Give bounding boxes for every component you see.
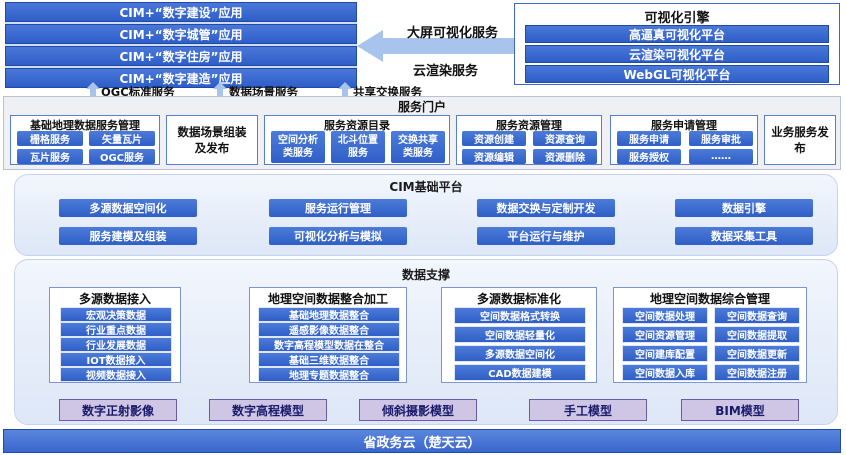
resource-mgmt-group: 服务资源管理 资源创建 资源查询 资源编辑 资源删除 bbox=[456, 115, 602, 165]
business-publish-label: 业务服务发布 bbox=[771, 125, 829, 155]
scene-service-label: 数据场景服务 bbox=[229, 85, 298, 99]
ogc-up-arrow bbox=[86, 82, 100, 98]
ogc-service-label: OGC标准服务 bbox=[101, 85, 175, 99]
cad-modeling[interactable]: CAD数据建模 bbox=[454, 364, 586, 381]
geo-thematic-integration[interactable]: 地理专题数据整合 bbox=[258, 367, 400, 382]
spatial-data-register[interactable]: 空间数据注册 bbox=[714, 364, 800, 381]
exchange-up-arrow bbox=[338, 82, 352, 98]
source-manual-model[interactable]: 手工模型 bbox=[529, 399, 647, 421]
apply-mgmt-group: 服务申请管理 服务申请 服务审批 服务授权 …… bbox=[610, 115, 758, 165]
spatial-data-query[interactable]: 空间数据查询 bbox=[714, 307, 800, 324]
resource-mgmt-title: 服务资源管理 bbox=[496, 119, 562, 132]
cim-modeling-assembly[interactable]: 服务建模及组装 bbox=[59, 227, 197, 245]
app-bar-building[interactable]: CIM+“数字建造”应用 bbox=[5, 68, 357, 88]
spatial-db-config[interactable]: 空间建库配置 bbox=[622, 345, 708, 362]
service-catalog-group: 服务资源目录 空间分析类服务 北斗位置服务 交换共享类服务 bbox=[264, 115, 450, 165]
beidou-service-button[interactable]: 北斗位置服务 bbox=[331, 131, 385, 163]
standardize-group: 多源数据标准化 空间数据格式转换 空间数据轻量化 多源数据空间化 CAD数据建模 bbox=[441, 287, 597, 383]
spatial-data-process[interactable]: 空间数据处理 bbox=[622, 307, 708, 324]
app-bar-housing[interactable]: CIM+“数字住房”应用 bbox=[5, 46, 357, 66]
scene-up-arrow bbox=[213, 82, 227, 98]
basic-geo-title: 基础地理数据服务管理 bbox=[30, 119, 140, 132]
multi-source-spatialize[interactable]: 多源数据空间化 bbox=[454, 345, 586, 362]
ogc-service-button[interactable]: OGC服务 bbox=[89, 149, 155, 164]
basic-3d-integration[interactable]: 基础三维数据整合 bbox=[258, 352, 400, 367]
service-portal-title: 服务门户 bbox=[397, 100, 446, 114]
spatial-format-convert[interactable]: 空间数据格式转换 bbox=[454, 307, 586, 324]
geo-mgmt-group: 地理空间数据综合管理 空间数据处理 空间数据查询 空间资源管理 空间数据提取 空… bbox=[613, 287, 807, 383]
cim-platform-title: CIM基础平台 bbox=[389, 180, 463, 194]
industry-key-data[interactable]: 行业重点数据 bbox=[60, 322, 172, 337]
resource-delete-button[interactable]: 资源删除 bbox=[533, 149, 597, 164]
scene-assembly-label: 数据场景组装及发布 bbox=[177, 125, 247, 155]
multi-access-group: 多源数据接入 宏观决策数据 行业重点数据 行业发展数据 IOT数据接入 视频数据… bbox=[49, 287, 181, 383]
source-dem[interactable]: 数字高程模型 bbox=[209, 399, 327, 421]
app-bar-urban-management[interactable]: CIM+“数字城管”应用 bbox=[5, 24, 357, 44]
viz-item-cloud-render[interactable]: 云渲染可视化平台 bbox=[525, 45, 829, 63]
service-approve-button[interactable]: 服务审批 bbox=[689, 131, 753, 146]
vector-tile-button[interactable]: 矢量瓦片 bbox=[89, 131, 155, 146]
bigscreen-arrow bbox=[357, 30, 525, 62]
business-publish-box[interactable]: 业务服务发布 bbox=[764, 115, 836, 165]
cim-exchange-dev[interactable]: 数据交换与定制开发 bbox=[477, 199, 615, 217]
video-data-access[interactable]: 视频数据接入 bbox=[60, 367, 172, 382]
service-catalog-title: 服务资源目录 bbox=[324, 119, 390, 132]
exchange-share-service-button[interactable]: 交换共享类服务 bbox=[391, 131, 445, 163]
viz-item-high-fidelity[interactable]: 高逼真可视化平台 bbox=[525, 25, 829, 43]
service-authorize-button[interactable]: 服务授权 bbox=[617, 149, 681, 164]
geo-integration-group: 地理空间数据整合加工 基础地理数据整合 遥感影像数据整合 数字高程模型数据在整合… bbox=[249, 287, 407, 383]
exchange-service-label: 共享交换服务 bbox=[353, 85, 422, 99]
tile-service-button[interactable]: 瓦片服务 bbox=[17, 149, 83, 164]
resource-query-button[interactable]: 资源查询 bbox=[533, 131, 597, 146]
apply-mgmt-title: 服务申请管理 bbox=[651, 119, 717, 132]
remote-sensing-integration[interactable]: 遥感影像数据整合 bbox=[258, 322, 400, 337]
cim-viz-simulation[interactable]: 可视化分析与模拟 bbox=[269, 227, 407, 245]
scene-assembly-box[interactable]: 数据场景组装及发布 bbox=[166, 115, 258, 165]
cim-data-engine[interactable]: 数据引擎 bbox=[675, 199, 813, 217]
cim-multi-source-spatial[interactable]: 多源数据空间化 bbox=[59, 199, 197, 217]
industry-dev-data[interactable]: 行业发展数据 bbox=[60, 337, 172, 352]
iot-data-access[interactable]: IOT数据接入 bbox=[60, 352, 172, 367]
geo-integration-title: 地理空间数据整合加工 bbox=[267, 292, 388, 306]
data-support-title: 数据支撑 bbox=[401, 268, 450, 282]
standardize-title: 多源数据标准化 bbox=[476, 292, 561, 306]
raster-service-button[interactable]: 栅格服务 bbox=[17, 131, 83, 146]
cim-platform-panel: CIM基础平台 多源数据空间化 服务运行管理 数据交换与定制开发 数据引擎 服务… bbox=[14, 174, 838, 256]
macro-decision-data[interactable]: 宏观决策数据 bbox=[60, 307, 172, 322]
data-support-panel: 数据支撑 多源数据接入 宏观决策数据 行业重点数据 行业发展数据 IOT数据接入… bbox=[14, 259, 838, 425]
gov-cloud-bar[interactable]: 省政务云（楚天云） bbox=[3, 429, 841, 453]
spatial-data-extract[interactable]: 空间数据提取 bbox=[714, 326, 800, 343]
spatial-data-update[interactable]: 空间数据更新 bbox=[714, 345, 800, 362]
dem-integration[interactable]: 数字高程模型数据在整合 bbox=[258, 337, 400, 352]
resource-create-button[interactable]: 资源创建 bbox=[462, 131, 526, 146]
basic-geo-group: 基础地理数据服务管理 栅格服务 矢量瓦片 瓦片服务 OGC服务 bbox=[10, 115, 160, 165]
basic-geo-integration[interactable]: 基础地理数据整合 bbox=[258, 307, 400, 322]
spatial-lightweight[interactable]: 空间数据轻量化 bbox=[454, 326, 586, 343]
cloud-render-service-label: 云渲染服务 bbox=[413, 64, 479, 79]
geo-mgmt-title: 地理空间数据综合管理 bbox=[649, 292, 770, 306]
app-bar-construction[interactable]: CIM+“数字建设”应用 bbox=[5, 2, 357, 22]
cim-service-ops[interactable]: 服务运行管理 bbox=[269, 199, 407, 217]
viz-engine-title: 可视化引擎 bbox=[644, 11, 710, 26]
service-apply-button[interactable]: 服务申请 bbox=[617, 131, 681, 146]
source-bim-model[interactable]: BIM模型 bbox=[681, 399, 799, 421]
service-portal-panel: 服务门户 基础地理数据服务管理 栅格服务 矢量瓦片 瓦片服务 OGC服务 数据场… bbox=[3, 96, 841, 170]
spatial-analysis-service-button[interactable]: 空间分析类服务 bbox=[271, 131, 325, 163]
viz-item-webgl[interactable]: WebGL可视化平台 bbox=[525, 65, 829, 83]
spatial-data-import[interactable]: 空间数据入库 bbox=[622, 364, 708, 381]
cim-collection-tool[interactable]: 数据采集工具 bbox=[675, 227, 813, 245]
source-orthophoto[interactable]: 数字正射影像 bbox=[59, 399, 177, 421]
bigscreen-service-label: 大屏可视化服务 bbox=[407, 26, 499, 41]
cim-ops-maintenance[interactable]: 平台运行与维护 bbox=[477, 227, 615, 245]
spatial-resource-mgmt[interactable]: 空间资源管理 bbox=[622, 326, 708, 343]
multi-access-title: 多源数据接入 bbox=[78, 292, 151, 306]
resource-edit-button[interactable]: 资源编辑 bbox=[462, 149, 526, 164]
more-apply-button[interactable]: …… bbox=[689, 149, 753, 164]
apps-stack: CIM+“数字建设”应用 CIM+“数字城管”应用 CIM+“数字住房”应用 C… bbox=[5, 2, 357, 88]
viz-engine-panel: 可视化引擎 高逼真可视化平台 云渲染可视化平台 WebGL可视化平台 bbox=[514, 3, 840, 85]
source-oblique[interactable]: 倾斜摄影模型 bbox=[359, 399, 477, 421]
